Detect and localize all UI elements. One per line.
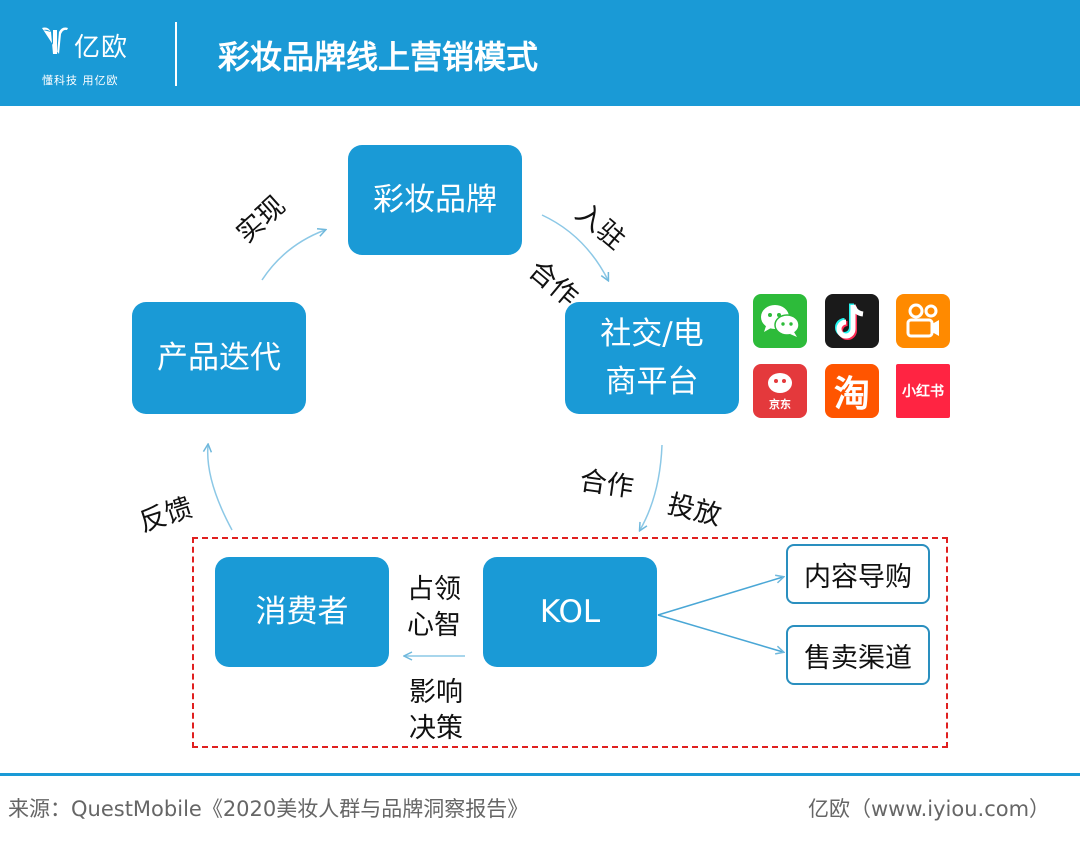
publisher-credit: 亿欧（www.iyiou.com） [808,797,1051,821]
label-mindshare: 占领 心智 [407,572,461,644]
yiou-logo-icon [42,27,68,54]
kuaishou-icon [896,294,950,348]
page-title: 彩妆品牌线上营销模式 [218,38,539,76]
label-influence-line1: 影响 [409,677,463,708]
node-platform-line2: 商平台 [605,364,699,400]
label-influence: 影响 决策 [409,675,463,747]
footer-divider [0,773,1080,776]
node-beauty-brand: 彩妆品牌 [348,145,522,255]
label-cooperate-platform: 合作 [577,465,636,504]
arrow-kol-to-sales [657,614,783,652]
arrow-iteration-to-brand [261,230,325,281]
taobao-icon: 淘 [825,364,879,418]
logo-name: 亿欧 [74,33,129,63]
jd-icon: 京东 [753,364,807,418]
source-note: 来源：QuestMobile《2020美妆人群与品牌洞察报告》 [8,797,529,821]
arrow-consumer-to-iteration [208,445,233,531]
header-divider [175,22,177,86]
consumer-kol-group [192,537,948,748]
arrow-platform-to-kol [640,444,663,530]
douyin-icon [825,294,879,348]
xiaohongshu-icon: 小红书 [896,364,950,418]
header-bar: 亿欧 懂科技 用亿欧 彩妆品牌线上营销模式 [0,0,1080,106]
taobao-label: 淘 [833,374,870,415]
logo-slogan: 懂科技 用亿欧 [42,74,119,87]
wechat-icon [753,294,807,348]
xiaohongshu-label: 小红书 [902,384,944,400]
arrow-brand-to-platform [541,214,608,280]
node-kol: KOL [483,557,657,667]
output-content-shopping: 内容导购 [786,544,930,604]
label-influence-line2: 决策 [409,713,463,744]
label-mindshare-line2: 心智 [407,610,461,641]
label-mindshare-line1: 占领 [407,574,461,605]
arrow-kol-to-content [657,577,783,616]
node-social-ecommerce-platform: 社交/电 商平台 [565,302,739,414]
jd-label: 京东 [769,398,791,411]
output-sales-channel: 售卖渠道 [786,625,930,685]
node-consumer: 消费者 [215,557,389,667]
node-product-iteration: 产品迭代 [132,302,306,414]
node-platform-line1: 社交/电 [600,316,704,352]
